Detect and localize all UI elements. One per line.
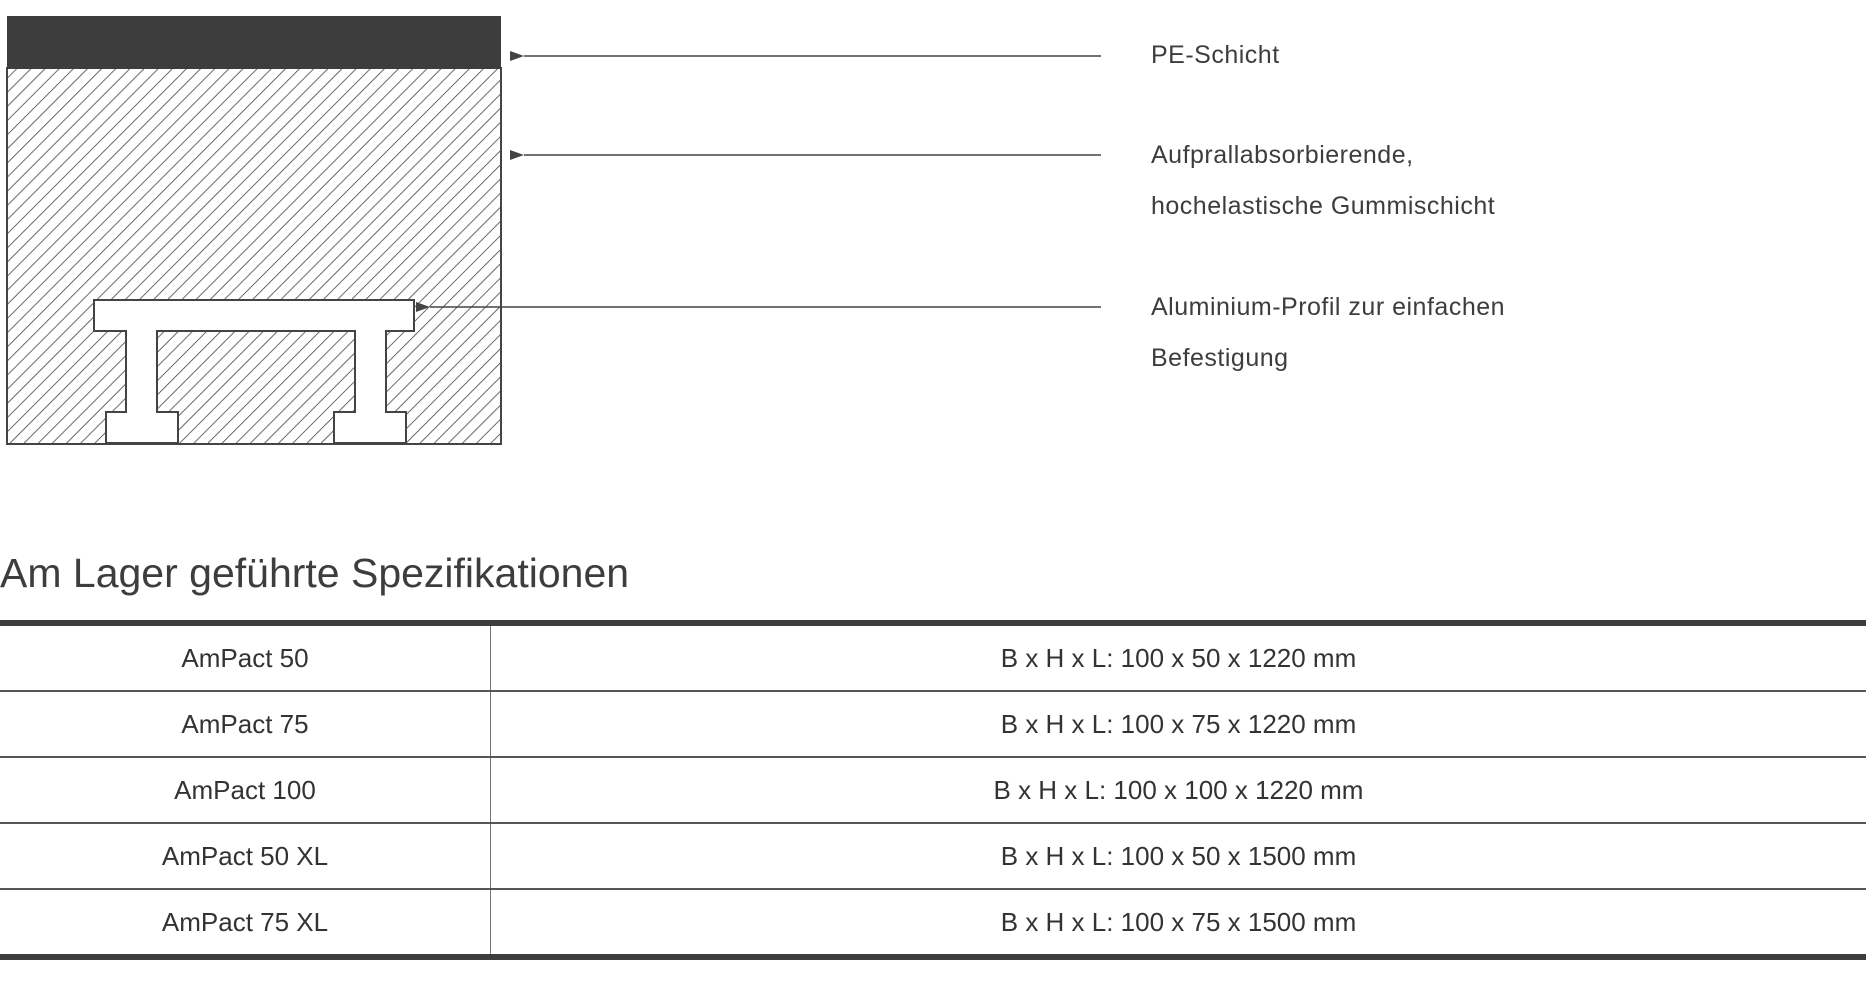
- table-row: AmPact 75 XL B x H x L: 100 x 75 x 1500 m…: [0, 889, 1866, 957]
- label-line: Aufprallabsorbierende,: [1151, 141, 1414, 169]
- label-rubber-layer: Aufprallabsorbierende, hochelastische Gu…: [1151, 140, 1495, 221]
- label-line: PE-Schicht: [1151, 41, 1280, 69]
- model-cell: AmPact 75 XL: [0, 889, 491, 957]
- label-line: hochelastische Gummischicht: [1151, 192, 1496, 220]
- model-cell: AmPact 50: [0, 623, 491, 692]
- pe-layer: [7, 16, 501, 69]
- dims-cell: B x H x L: 100 x 75 x 1500 mm: [1000, 906, 1357, 937]
- dims-cell: B x H x L: 100 x 50 x 1220 mm: [490, 623, 1866, 692]
- label-line: Aluminium-Profil zur einfachen: [1151, 293, 1506, 321]
- dims-cell: B x H x L: 100 x 50 x 1500 mm: [490, 823, 1866, 890]
- dims-cell: B x H x L: 100 x 100 x 1220 mm: [490, 757, 1866, 824]
- model-cell: AmPact 50 XL: [0, 823, 491, 890]
- model-cell: AmPact 75: [0, 691, 491, 758]
- model-cell: AmPact 100: [0, 757, 491, 824]
- label-aluminium-profile: Aluminium-Profil zur einfachen Befestigu…: [1151, 292, 1505, 373]
- dims-cell: B x H x L: 100 x 75 x 1220 mm: [490, 691, 1866, 758]
- cross-section-diagram: [6, 16, 1101, 445]
- label-line: Befestigung: [1151, 344, 1289, 372]
- label-pe-layer: PE-Schicht: [1151, 40, 1280, 70]
- aluminium-profile: [93, 299, 415, 444]
- rubber-layer: [6, 67, 502, 445]
- section-heading: Am Lager geführte Spezifikationen: [0, 550, 630, 596]
